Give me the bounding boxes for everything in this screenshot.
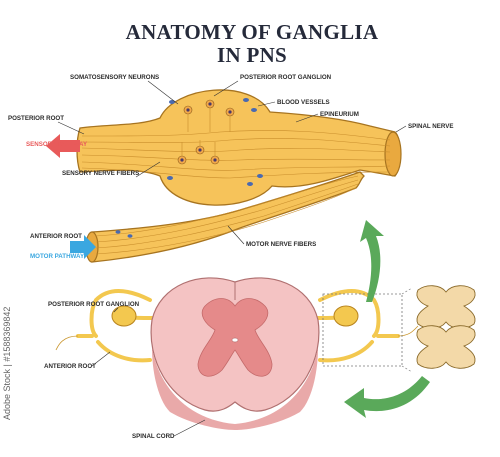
label-motor-pathway: MOTOR PATHWAY [30,253,85,260]
label-spinal-nerve: SPINAL NERVE [408,123,454,130]
spinal-cord-cross-section [55,277,419,430]
posterior-root-and-ganglion [76,89,402,206]
green-arrow-left [344,376,430,418]
sensory-pathway-arrow [46,134,80,158]
stock-id-watermark: Adobe Stock | #1588369842 [2,307,12,420]
label-sensory-pathway: SENSORY PATHWAY [26,141,88,148]
anterior-root-nerve [85,171,365,263]
left-root-ganglion [111,305,137,327]
label-epineurium: EPINEURIUM [320,111,359,118]
label-sensory-nerve-fibers: SENSORY NERVE FIBERS [62,170,139,177]
motor-pathway-arrow [70,235,96,259]
label-posterior-root-ganglion-bottom: POSTERIOR ROOT GANGLION [48,301,140,308]
label-spinal-cord: SPINAL CORD [132,433,175,440]
spinal-column-outline [416,285,476,369]
label-anterior-root-top: ANTERIOR ROOT [30,233,82,240]
label-motor-nerve-fibers: MOTOR NERVE FIBERS [246,241,316,248]
diagram-title-line1: ANATOMY OF GANGLIA [126,20,379,44]
green-arrow-up [360,220,384,302]
right-root-ganglion [333,305,359,327]
label-posterior-root-ganglion-top: POSTERIOR ROOT GANGLION [240,74,332,81]
blood-vessel-dots [167,98,263,186]
diagram-title-line2: IN PNS [217,43,287,67]
label-somatosensory-neurons: SOMATOSENSORY NEURONS [70,74,159,81]
label-blood-vessels: BLOOD VESSELS [277,99,330,106]
label-anterior-root-bottom: ANTERIOR ROOT [44,363,96,370]
label-posterior-root-top: POSTERIOR ROOT [8,115,64,122]
somatosensory-neuron-cells [177,99,235,165]
zoom-region-box [322,293,403,367]
